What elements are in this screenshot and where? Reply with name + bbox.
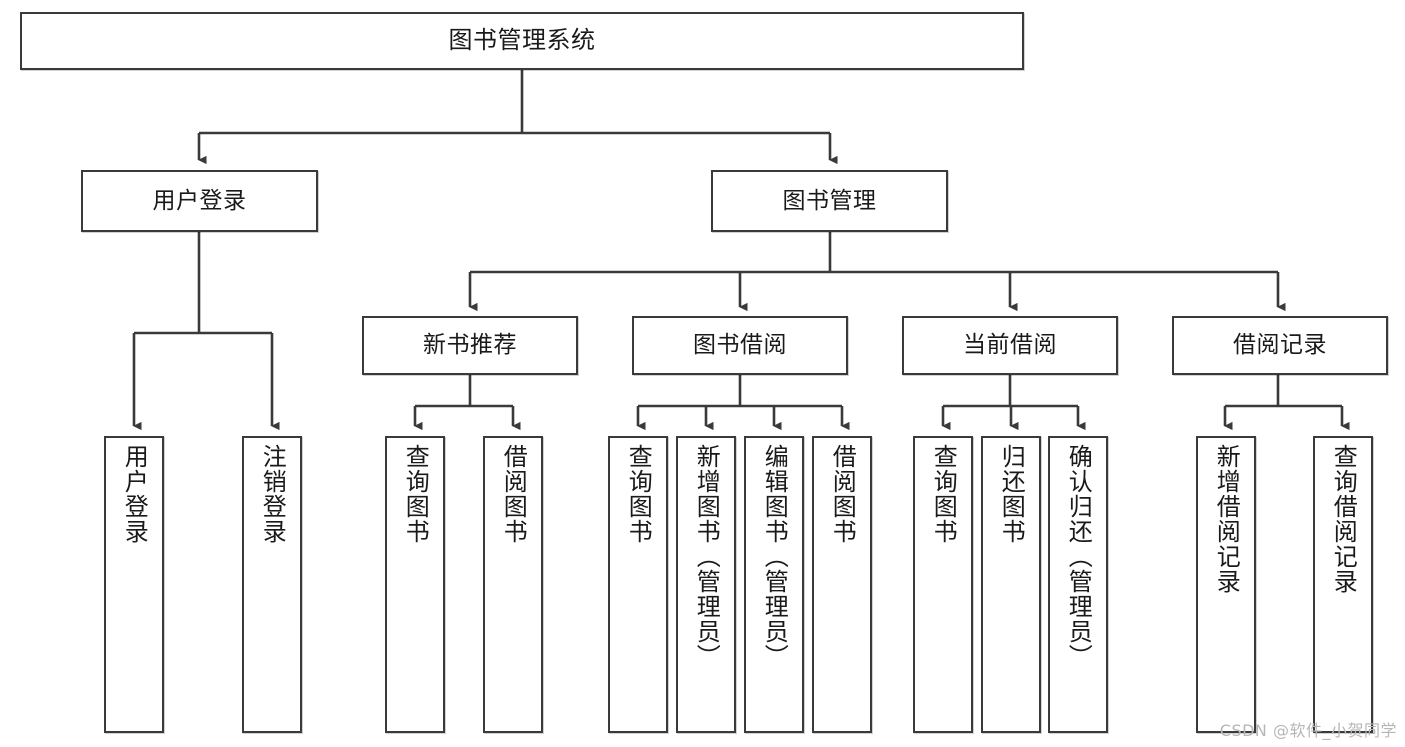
node-label: 注销登录 — [258, 444, 287, 544]
node-label: 新增借阅记录 — [1212, 444, 1241, 594]
leaf-query-borrow-record[interactable]: 查询借阅记录 — [1313, 436, 1373, 733]
node-label: 借阅记录 — [1233, 332, 1327, 359]
node-label: 当前借阅 — [963, 332, 1057, 359]
node-label: 新增图书（管理员） — [692, 444, 721, 669]
node-label: 确认归还（管理员） — [1064, 444, 1093, 669]
node-current-borrow[interactable]: 当前借阅 — [902, 316, 1118, 375]
node-label: 查询图书 — [401, 444, 430, 544]
leaf-new-book-query[interactable]: 查询图书 — [385, 436, 445, 733]
node-label: 借阅图书 — [828, 444, 857, 544]
leaf-confirm-return-admin[interactable]: 确认归还（管理员） — [1048, 436, 1108, 733]
leaf-add-book-admin[interactable]: 新增图书（管理员） — [676, 436, 736, 733]
csdn-watermark: CSDN @软件_小贺同学 — [1219, 721, 1397, 740]
leaf-current-query-book[interactable]: 查询图书 — [913, 436, 973, 733]
leaf-edit-book-admin[interactable]: 编辑图书（管理员） — [744, 436, 804, 733]
node-label: 编辑图书（管理员） — [760, 444, 789, 669]
node-borrow-record[interactable]: 借阅记录 — [1172, 316, 1388, 375]
node-label: 新书推荐 — [423, 332, 517, 359]
leaf-borrow-book[interactable]: 借阅图书 — [812, 436, 872, 733]
node-book-borrow[interactable]: 图书借阅 — [632, 316, 848, 375]
node-label: 查询借阅记录 — [1329, 444, 1358, 594]
node-label: 图书管理 — [782, 187, 877, 214]
node-label: 查询图书 — [624, 444, 653, 544]
leaf-user-login[interactable]: 用户登录 — [104, 436, 164, 733]
leaf-borrow-query-book[interactable]: 查询图书 — [608, 436, 668, 733]
node-new-book-recommend[interactable]: 新书推荐 — [362, 316, 578, 375]
leaf-new-book-borrow[interactable]: 借阅图书 — [483, 436, 543, 733]
node-label: 图书管理系统 — [448, 26, 596, 55]
node-label: 用户登录 — [120, 444, 149, 544]
node-label: 图书借阅 — [693, 332, 787, 359]
node-label: 用户登录 — [152, 187, 247, 214]
leaf-add-borrow-record[interactable]: 新增借阅记录 — [1196, 436, 1256, 733]
node-label: 查询图书 — [929, 444, 958, 544]
node-label: 借阅图书 — [499, 444, 528, 544]
node-user-login[interactable]: 用户登录 — [81, 170, 318, 232]
leaf-logout[interactable]: 注销登录 — [242, 436, 302, 733]
leaf-return-book[interactable]: 归还图书 — [981, 436, 1041, 733]
node-book-management[interactable]: 图书管理 — [711, 170, 948, 232]
node-root-book-management-system[interactable]: 图书管理系统 — [20, 12, 1024, 70]
node-label: 归还图书 — [997, 444, 1026, 544]
